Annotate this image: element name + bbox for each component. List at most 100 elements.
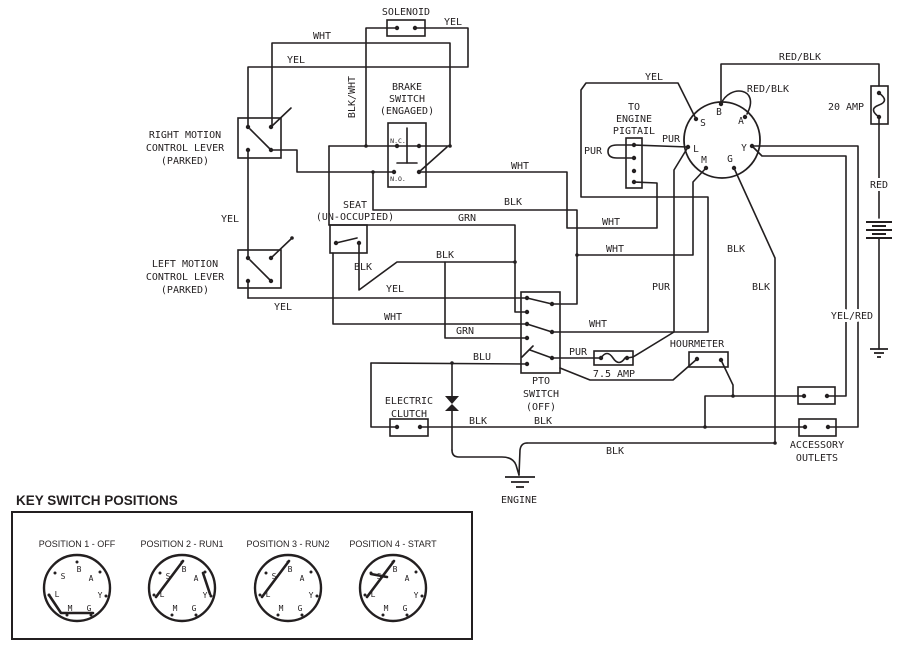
wire <box>358 242 516 291</box>
legend-key-circle-4 <box>358 553 428 623</box>
accessory-label-2: OUTLETS <box>796 453 838 464</box>
wire-wht-brake: WHT <box>511 161 529 172</box>
terminal-dot <box>245 278 251 284</box>
terminal-dot <box>245 147 251 153</box>
pto-label-2: SWITCH <box>523 389 559 400</box>
right-lever-label-1: RIGHT MOTION <box>149 130 221 141</box>
terminal-dot <box>631 155 637 161</box>
key-terminal-label-g: G <box>727 154 733 165</box>
terminal-dot <box>416 143 422 149</box>
brake-nc-label: N.C. <box>390 137 406 145</box>
key-terminal-l <box>685 144 691 150</box>
legend-terminal-dot <box>98 570 102 574</box>
terminal-dot <box>631 168 637 174</box>
legend-position-contact-line <box>365 559 396 599</box>
legend-terminal-label-b: B <box>393 565 398 574</box>
wire-yel-a: YEL <box>386 284 404 295</box>
hourmeter-box <box>688 351 729 368</box>
legend-position-contact-line <box>260 559 291 599</box>
legend-terminal-label-a: A <box>89 574 94 583</box>
legend-terminal-label-y: Y <box>309 591 314 600</box>
key-switch-body <box>683 101 761 179</box>
right-lever-box <box>237 117 282 159</box>
key-terminal-label-s: S <box>700 118 706 129</box>
wire <box>372 171 578 305</box>
terminal-dot <box>524 361 530 367</box>
diode-icon <box>445 404 459 411</box>
wire <box>270 149 395 173</box>
terminal-dot <box>412 25 418 31</box>
terminal-dot <box>825 424 831 430</box>
wire-red: RED <box>870 180 888 191</box>
terminal-dot <box>524 295 530 301</box>
key-terminal-s <box>693 116 699 122</box>
wire <box>370 362 398 428</box>
terminal-dot <box>391 169 397 175</box>
wire-pur-l: PUR <box>662 134 681 145</box>
wire-wht-seat: WHT <box>384 312 402 323</box>
terminal-dot <box>245 124 251 130</box>
clutch-label-1: ELECTRIC <box>385 396 433 407</box>
legend-position-label-4: POSITION 4 - START <box>349 539 437 549</box>
legend-terminal-dot <box>405 613 409 617</box>
wire-pur-fuse: PUR <box>569 347 588 358</box>
wire <box>418 146 448 173</box>
legend-position-label-3: POSITION 3 - RUN2 <box>246 539 329 549</box>
wire <box>751 145 859 428</box>
legend-terminal-label-m: M <box>279 604 284 613</box>
left-lever-box <box>237 249 282 289</box>
wire-wht-top: WHT <box>313 31 331 42</box>
solenoid-label: SOLENOID <box>382 7 430 18</box>
key-terminal-label-l: L <box>693 144 699 155</box>
legend-key-circle-1 <box>42 553 112 623</box>
fuse-7-5-element <box>600 352 626 364</box>
legend-terminal-label-g: G <box>87 604 92 613</box>
legend-key-circle-2 <box>147 553 217 623</box>
wire <box>444 261 528 339</box>
right-lever-label-2: CONTROL LEVER <box>146 143 225 154</box>
terminal-dot <box>245 255 251 261</box>
wire-yel-solenoid: YEL <box>444 17 462 28</box>
wire <box>335 237 358 244</box>
junction-dot <box>575 253 579 257</box>
legend-terminal-label-m: M <box>173 604 178 613</box>
terminal-dot <box>524 321 530 327</box>
legend-position-label-2: POSITION 2 - RUN1 <box>140 539 223 549</box>
pigtail-label-1: TO <box>628 102 640 113</box>
wire <box>521 345 534 358</box>
brake-switch-label-2: SWITCH <box>389 94 425 105</box>
left-lever-label-3: (PARKED) <box>161 285 209 296</box>
legend-terminal-dot <box>414 570 418 574</box>
junction-dot <box>773 441 777 445</box>
junction-dot <box>364 144 368 148</box>
hourmeter-label: HOURMETER <box>670 339 725 350</box>
junction-dot <box>703 425 707 429</box>
legend-terminal-dot <box>194 613 198 617</box>
wire <box>704 395 805 428</box>
legend-terminal-label-s: S <box>166 572 171 581</box>
legend-terminal-dot <box>104 594 108 598</box>
terminal-dot <box>801 393 807 399</box>
terminal-dot <box>631 142 637 148</box>
wire-yelred: YEL/RED <box>831 311 873 322</box>
wire <box>551 82 709 333</box>
wire-blk-key2: BLK <box>752 282 770 293</box>
legend-terminal-dot <box>158 571 162 575</box>
legend-terminal-label-g: G <box>192 604 197 613</box>
legend-terminal-label-y: Y <box>98 591 103 600</box>
legend-terminal-label-a: A <box>300 574 305 583</box>
junction-dot <box>513 260 517 264</box>
terminal-dot <box>876 90 882 96</box>
legend-terminal-label-l: L <box>266 590 271 599</box>
legend-terminal-label-b: B <box>77 565 82 574</box>
terminal-dot <box>694 356 700 362</box>
terminal-dot <box>631 179 637 185</box>
legend-terminal-dot <box>75 560 79 564</box>
legend-terminal-dot <box>363 593 367 597</box>
wire-blk-d: BLK <box>534 416 552 427</box>
legend-position-contact-line <box>154 559 185 599</box>
wire-wht-mid1: WHT <box>602 217 620 228</box>
terminal-dot <box>824 393 830 399</box>
engine-label: ENGINE <box>501 495 537 506</box>
pto-label-3: (OFF) <box>526 402 556 413</box>
